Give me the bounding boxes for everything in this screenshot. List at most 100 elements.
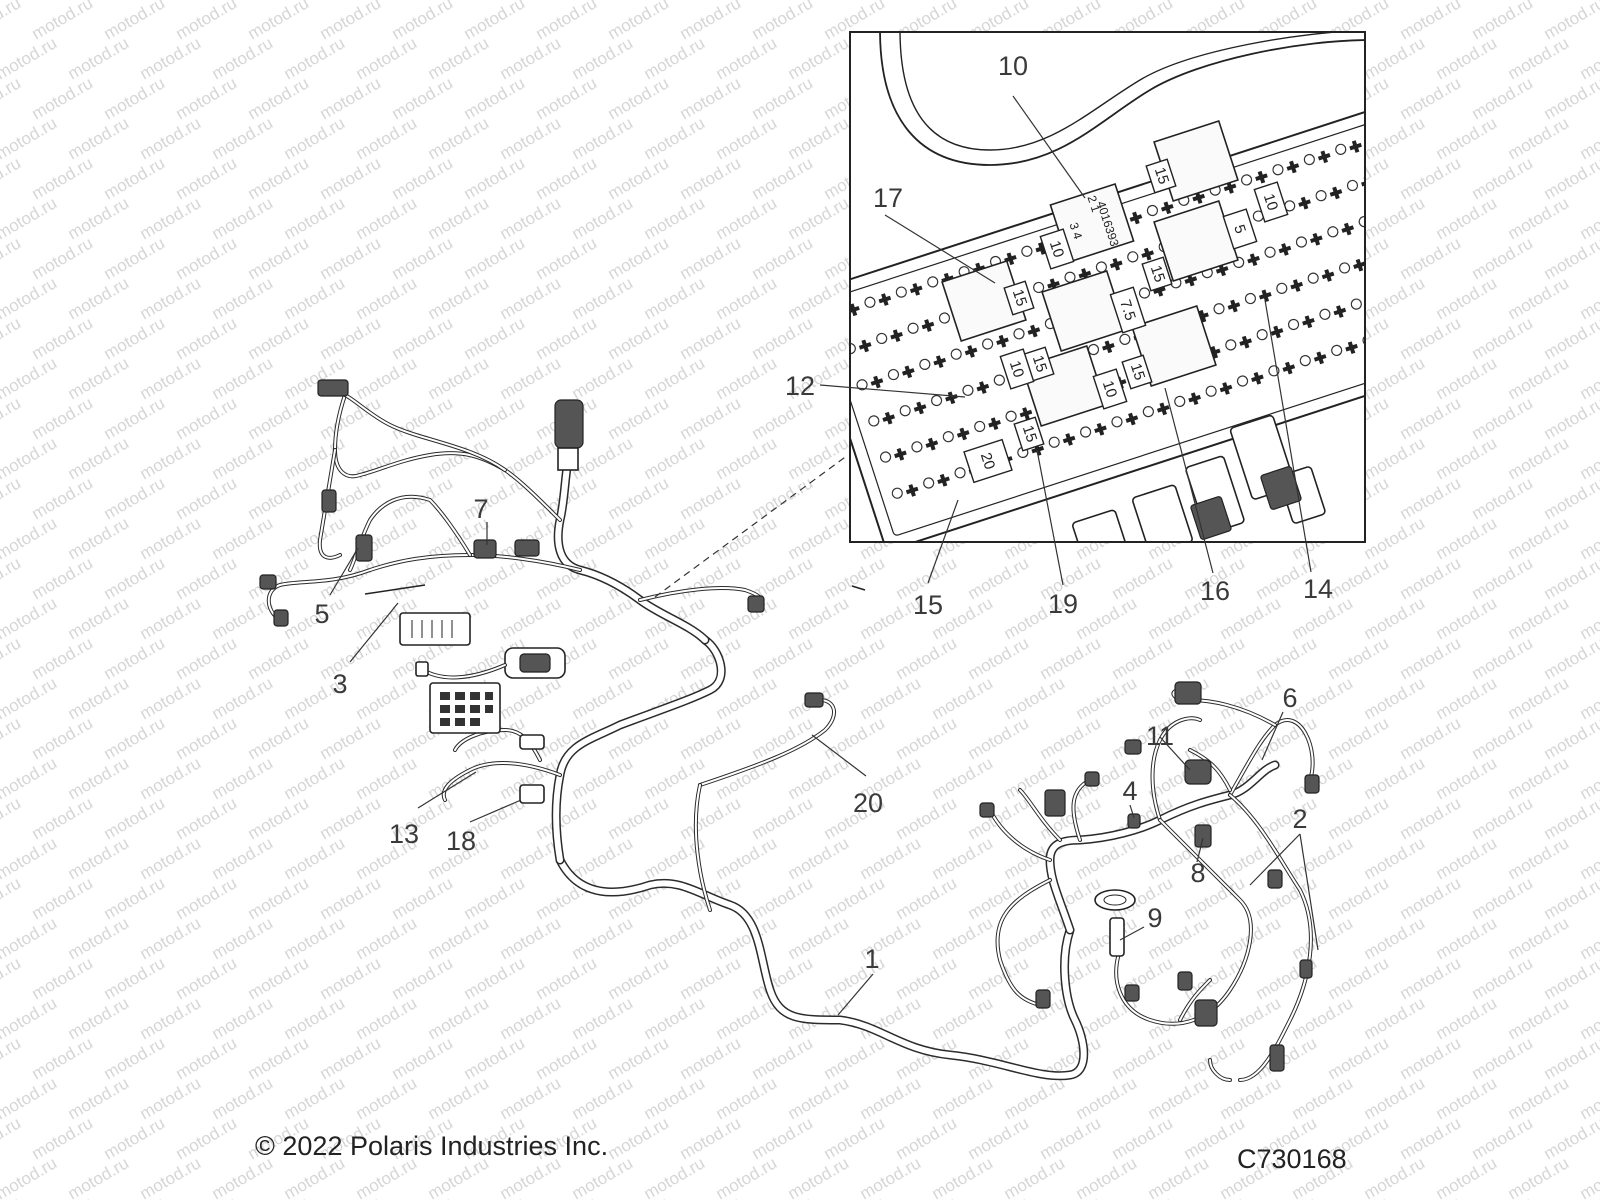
watermark-text: motod.ru [497, 993, 565, 1043]
watermark-text: motod.ru [0, 1113, 24, 1163]
watermark-text: motod.ru [245, 953, 313, 1003]
connector [804, 692, 824, 708]
callout-17: 17 [873, 183, 903, 213]
terminal-socket [1346, 179, 1359, 192]
fuse-rating: 10 [1046, 239, 1067, 260]
connector [1194, 999, 1218, 1027]
terminal-cross [1215, 263, 1229, 277]
terminal-cross [1329, 186, 1343, 200]
terminal-cross [1078, 268, 1092, 281]
watermark-text: motod.ru [677, 0, 745, 43]
watermark-text: motod.ru [641, 113, 709, 163]
watermark-text: motod.ru [965, 553, 1033, 603]
watermark-text: motod.ru [1217, 993, 1285, 1043]
watermark-text: motod.ru [1325, 553, 1393, 603]
terminal-socket [1299, 355, 1311, 367]
watermark-text: motod.ru [713, 833, 781, 883]
terminal-cross [1313, 351, 1327, 365]
watermark-text: motod.ru [1433, 33, 1501, 83]
watermark-text: motod.ru [317, 713, 385, 763]
watermark-text: motod.ru [137, 833, 205, 883]
watermark-text: motod.ru [29, 393, 97, 443]
watermark-text: motod.ru [713, 353, 781, 403]
watermark-text: motod.ru [749, 793, 817, 843]
terminal-socket [954, 467, 966, 479]
watermark-text: motod.ru [713, 193, 781, 243]
watermark-text: motod.ru [1505, 833, 1573, 883]
callout-10: 10 [998, 51, 1028, 81]
watermark-text: motod.ru [1505, 913, 1573, 963]
watermark-text: motod.ru [209, 113, 277, 163]
watermark-text: motod.ru [137, 193, 205, 243]
watermark-text: motod.ru [569, 273, 637, 323]
terminal-cross [937, 473, 950, 487]
watermark-text: motod.ru [641, 193, 709, 243]
terminal-cross [1310, 232, 1323, 246]
watermark-text: motod.ru [1001, 913, 1069, 963]
watermark-text: motod.ru [497, 353, 565, 403]
watermark-text: motod.ru [173, 1033, 241, 1083]
watermark-text: motod.ru [1001, 1153, 1069, 1200]
watermark-text: motod.ru [281, 113, 349, 163]
watermark-text: motod.ru [137, 913, 205, 963]
connector [519, 734, 545, 750]
watermark-text: motod.ru [101, 1193, 169, 1200]
callout-12: 12 [785, 371, 815, 401]
watermark-text: motod.ru [785, 913, 853, 963]
watermark-text: motod.ru [533, 873, 601, 923]
watermark-text: motod.ru [317, 1193, 385, 1200]
terminal-cross [1047, 278, 1060, 292]
watermark-text: motod.ru [677, 73, 745, 123]
watermark-text: motod.ru [353, 113, 421, 163]
watermark-text: motod.ru [1289, 833, 1357, 883]
fuse-10 [1253, 181, 1289, 223]
watermark-text: motod.ru [569, 1073, 637, 1123]
watermark-text: motod.ru [713, 433, 781, 483]
watermark-text: motod.ru [173, 73, 241, 123]
watermark-text: motod.ru [605, 1113, 673, 1163]
watermark-text: motod.ru [209, 833, 277, 883]
watermark-text: motod.ru [0, 713, 24, 763]
connector-2 [1304, 774, 1320, 794]
terminal-socket [895, 286, 907, 298]
connector-7 [473, 539, 497, 559]
watermark-text: motod.ru [101, 873, 169, 923]
terminal-socket [1256, 329, 1268, 341]
fuse-rating: 15 [1009, 287, 1030, 308]
terminal-socket [962, 384, 974, 396]
watermark-text: motod.ru [389, 313, 457, 363]
watermark-text: motod.ru [497, 33, 565, 83]
watermark-text: motod.ru [1397, 473, 1465, 523]
watermark-text: motod.ru [1397, 393, 1465, 443]
watermark-text: motod.ru [173, 0, 241, 43]
terminal-cross [972, 262, 986, 276]
watermark-text: motod.ru [317, 953, 385, 1003]
watermark-text: motod.ru [641, 273, 709, 323]
watermark-text: motod.ru [641, 1073, 709, 1123]
watermark-text: motod.ru [353, 193, 421, 243]
terminal-cross [1035, 242, 1049, 255]
fuse-rating: 10 [1006, 359, 1027, 380]
watermark-text: motod.ru [1469, 153, 1537, 203]
watermark-text: motod.ru [1325, 1193, 1393, 1200]
watermark-text: motod.ru [1361, 1073, 1429, 1123]
terminal-socket [1393, 324, 1406, 337]
fuse-15 [1013, 416, 1045, 452]
watermark-text: motod.ru [1433, 273, 1501, 323]
watermark-text: motod.ru [641, 913, 709, 963]
watermark-text: motod.ru [713, 593, 781, 643]
terminal-cross [925, 437, 939, 451]
terminal-socket [930, 394, 943, 407]
terminal-socket [832, 306, 845, 319]
terminal-cross [1317, 150, 1331, 164]
watermark-text: motod.ru [101, 313, 169, 363]
terminal-socket [1225, 339, 1237, 351]
watermark-text: motod.ru [1397, 1113, 1465, 1163]
terminal-cross [1341, 222, 1355, 236]
watermark-text: motod.ru [65, 113, 133, 163]
watermark-text: motod.ru [1541, 633, 1600, 683]
watermark-text: motod.ru [173, 393, 241, 443]
watermark-text: motod.ru [1577, 1153, 1600, 1200]
watermark-text: motod.ru [1325, 953, 1393, 1003]
